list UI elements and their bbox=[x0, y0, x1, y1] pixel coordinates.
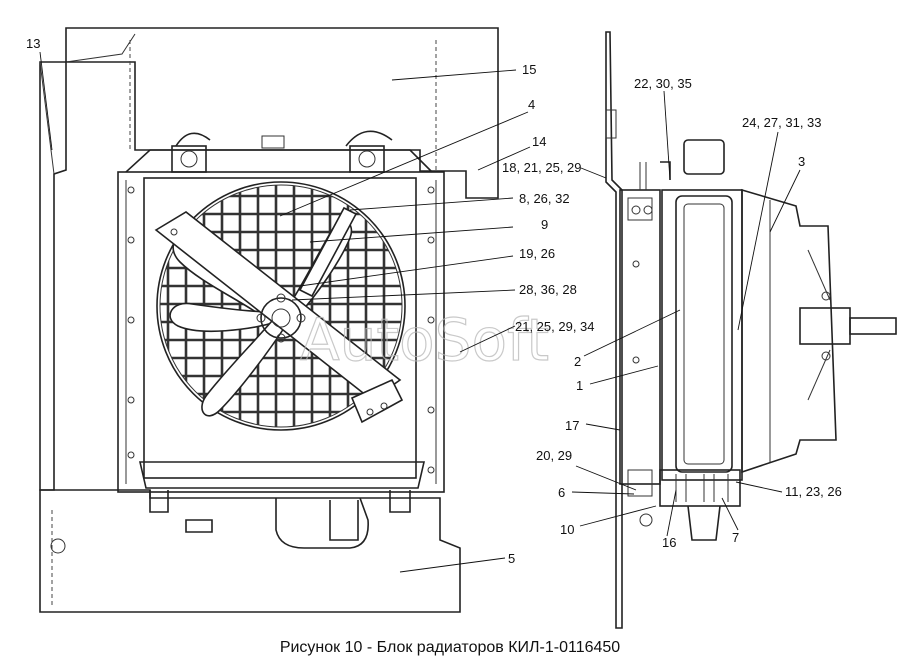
left-side-plate bbox=[39, 61, 67, 491]
callout-8-26-32: 8, 26, 32 bbox=[519, 191, 570, 206]
callout-10: 10 bbox=[560, 522, 574, 537]
filler-cap bbox=[261, 135, 285, 149]
fan-hub bbox=[260, 297, 302, 339]
lower-shroud-panel bbox=[39, 489, 461, 613]
callout-28-36-28: 28, 36, 28 bbox=[519, 282, 577, 297]
top-tank bbox=[125, 149, 433, 173]
callout-3: 3 bbox=[798, 154, 805, 169]
callout-13: 13 bbox=[26, 36, 40, 51]
callout-4: 4 bbox=[528, 97, 535, 112]
frame-bolts bbox=[127, 186, 435, 474]
upper-shroud-panel bbox=[65, 27, 499, 199]
callout-11-23-26: 11, 23, 26 bbox=[785, 484, 842, 499]
callout-14: 14 bbox=[532, 134, 546, 149]
watermark: AutoSoft bbox=[300, 306, 549, 374]
fan-blades bbox=[154, 206, 404, 424]
side-view bbox=[605, 31, 897, 629]
callout-15: 15 bbox=[522, 62, 536, 77]
callout-labels: 13 15 4 14 18, 21, 25, 29 8, 26, 32 9 19… bbox=[26, 36, 842, 566]
callout-22-30-35: 22, 30, 35 bbox=[634, 76, 692, 91]
callout-7: 7 bbox=[732, 530, 739, 545]
callout-16: 16 bbox=[662, 535, 676, 550]
callout-18-21-25-29: 18, 21, 25, 29 bbox=[502, 160, 582, 175]
bottom-tank bbox=[138, 461, 426, 489]
fan-shroud-side bbox=[741, 188, 837, 474]
callout-24-27-31-33: 24, 27, 31, 33 bbox=[742, 115, 822, 130]
side-bracket bbox=[619, 189, 661, 485]
callout-6: 6 bbox=[558, 485, 565, 500]
bottom-outlet bbox=[687, 505, 721, 541]
leader-lines bbox=[39, 51, 801, 573]
callout-19-26: 19, 26 bbox=[519, 246, 555, 261]
callout-21-25-29-34: 21, 25, 29, 34 bbox=[515, 319, 595, 334]
outlet-pipe bbox=[275, 497, 369, 549]
radiator-core-side bbox=[661, 189, 743, 481]
callout-1: 1 bbox=[576, 378, 583, 393]
radiator-frame bbox=[117, 171, 445, 493]
callout-9: 9 bbox=[541, 217, 548, 232]
callout-2: 2 bbox=[574, 354, 581, 369]
fan-hub-side bbox=[799, 307, 851, 345]
figure-caption: Рисунок 10 - Блок радиаторов КИЛ-1-01164… bbox=[280, 639, 620, 656]
callout-20-29: 20, 29 bbox=[536, 448, 572, 463]
callout-17: 17 bbox=[565, 418, 579, 433]
callout-5: 5 bbox=[508, 551, 515, 566]
fan-shroud bbox=[156, 181, 406, 431]
mounting-rod bbox=[605, 31, 623, 629]
